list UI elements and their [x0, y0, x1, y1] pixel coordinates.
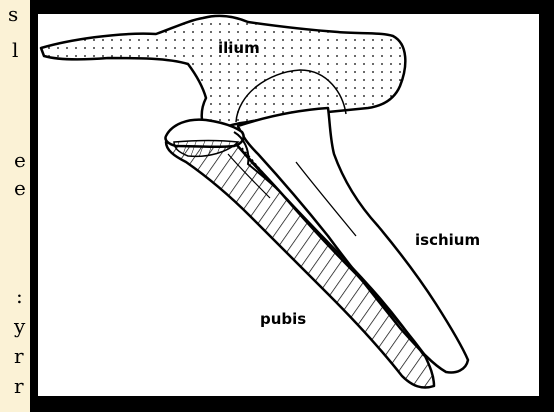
ischium-label: ischium: [415, 231, 480, 249]
strip-char: y: [14, 316, 25, 336]
strip-char: r: [14, 346, 24, 366]
strip-char: l: [12, 40, 18, 60]
ilium-label: ilium: [218, 39, 260, 57]
strip-char: :: [16, 286, 23, 306]
ilium-bone: [41, 16, 405, 134]
strip-char: r: [14, 376, 24, 396]
strip-char: s: [8, 4, 18, 24]
pubis-label: pubis: [260, 310, 306, 328]
left-text-strip: s l e e : y r r: [0, 0, 30, 412]
strip-char: e: [14, 178, 26, 198]
strip-char: e: [14, 150, 26, 170]
pelvis-diagram: ilium ischium pubis: [38, 14, 539, 396]
pelvis-diagram-panel: ilium ischium pubis: [35, 11, 542, 399]
